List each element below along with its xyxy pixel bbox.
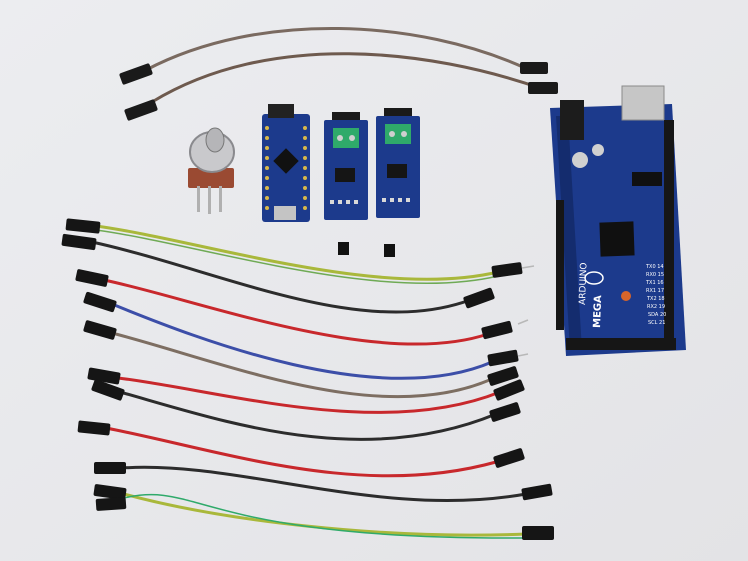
digital-header <box>664 120 674 348</box>
transceiver-chip <box>335 168 355 182</box>
jumper-wire <box>119 390 497 441</box>
mini-usb-port <box>274 206 296 220</box>
dc-power-jack <box>560 100 584 140</box>
pin-label: TX2 18 <box>646 296 665 302</box>
rs485-module-left <box>324 112 368 220</box>
jumper-wire <box>121 465 527 503</box>
capacitor <box>572 152 588 168</box>
dupont-connector <box>522 526 554 540</box>
power-analog-header <box>556 200 564 330</box>
dupont-connector <box>520 62 548 74</box>
dupont-connector <box>463 287 495 309</box>
jumper-wire <box>91 240 471 314</box>
dupont-connector <box>528 82 558 94</box>
dupont-connector <box>93 484 127 500</box>
transceiver-chip <box>387 164 407 178</box>
capacitor <box>592 144 604 156</box>
dupont-connector <box>77 420 111 436</box>
pin-label: RX1 17 <box>646 288 664 294</box>
jumper-wire <box>105 426 497 478</box>
dupont-connector <box>521 483 553 501</box>
dupont-connector <box>91 379 125 401</box>
potentiometer <box>188 127 235 214</box>
screw-terminal <box>385 124 411 144</box>
top-brown-jumper-wires <box>119 26 558 121</box>
jumper-wire <box>95 224 499 281</box>
atmega-chip <box>599 221 635 257</box>
pin-label: SDA 20 <box>648 312 666 318</box>
arduino-nano-board <box>262 104 310 222</box>
dupont-connector <box>95 497 127 511</box>
jumper-wire <box>111 302 493 380</box>
dupont-connector <box>481 320 513 340</box>
pot-body <box>188 168 234 188</box>
jumper-wire <box>95 229 499 285</box>
pin-label: RX2 19 <box>647 304 665 310</box>
arduino-logo-text: ARDUINO <box>578 262 589 305</box>
jumper-cap <box>384 244 395 257</box>
dupont-connector <box>83 320 117 340</box>
dupont-connector <box>61 233 97 251</box>
reset-button <box>621 291 631 301</box>
microcontroller-chip <box>273 148 299 174</box>
jumper-cap <box>338 242 349 255</box>
pin-label: RX0 15 <box>646 272 664 278</box>
screw-terminal <box>333 128 359 148</box>
dupont-connector <box>493 379 525 401</box>
pot-knob <box>205 127 225 153</box>
dupont-connector <box>487 366 519 386</box>
bottom-header <box>566 338 676 350</box>
rs485-module-right <box>376 108 420 218</box>
pin-label: TX1 16 <box>645 280 664 286</box>
pin-label: SCL 21 <box>648 320 665 326</box>
dupont-connector <box>493 448 525 468</box>
dupont-connector <box>94 462 126 474</box>
dupont-connector <box>489 402 521 422</box>
dupont-connector <box>124 99 158 121</box>
arduino-mega-board: ARDUINO MEGA TX0 14 RX0 15 TX1 16 RX1 17… <box>550 85 686 356</box>
dupont-connector <box>491 262 523 278</box>
pin-label: TX0 14 <box>645 264 664 270</box>
dupont-connector <box>83 291 117 313</box>
jumper-wire <box>107 330 495 399</box>
jumper-wire <box>117 376 501 414</box>
mega-model-text: MEGA <box>592 295 604 328</box>
dupont-connector <box>65 218 101 234</box>
infinity-logo <box>584 271 604 285</box>
jumper-wire <box>103 278 489 346</box>
dupont-connector <box>75 269 109 287</box>
dupont-connector <box>487 349 519 367</box>
jumper-wire-bundle <box>61 218 554 540</box>
jumper-wire <box>123 493 527 539</box>
usb-b-port <box>621 85 665 121</box>
dupont-connector <box>119 63 153 85</box>
